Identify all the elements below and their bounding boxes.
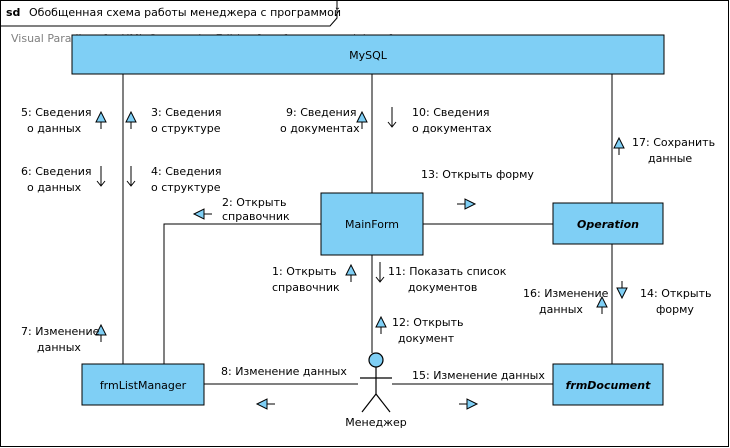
mysql-box[interactable]: MySQL: [71, 34, 665, 75]
arrow-msg-7: [95, 323, 107, 342]
arrow-msg-9: [356, 110, 368, 129]
frame-title-tab: [0, 0, 338, 27]
arrow-msg-5: [95, 110, 107, 129]
arrow-msg-8: [255, 398, 275, 410]
message-arrows: [95, 107, 628, 410]
arrow-msg-3: [125, 110, 137, 129]
mainform-box[interactable]: MainForm: [320, 192, 424, 256]
document-box[interactable]: frmDocument: [552, 363, 664, 406]
arrow-msg-15: [459, 398, 479, 410]
arrow-msg-11: [375, 262, 385, 283]
arrow-msg-12: [375, 315, 387, 334]
listmanager-box[interactable]: frmListManager: [81, 363, 205, 406]
arrow-msg-2: [192, 208, 212, 220]
message-label-13: 13: Открыть форму: [421, 168, 534, 181]
arrow-msg-14: [616, 281, 628, 300]
actor-icon[interactable]: [360, 352, 392, 413]
operation-box[interactable]: Operation: [552, 202, 664, 245]
link-mainform-listmanager: [163, 223, 321, 364]
arrow-msg-10: [387, 107, 397, 128]
arrow-msg-17: [613, 136, 625, 155]
message-label-8: 8: Изменение данных: [221, 365, 347, 378]
mainform-label: MainForm: [345, 218, 399, 231]
arrow-msg-1: [345, 263, 357, 282]
actor-label: Менеджер: [345, 416, 407, 429]
arrow-msg-4: [126, 166, 136, 187]
message-label-15: 15: Изменение данных: [412, 369, 545, 382]
frame-title: Обобщенная схема работы менеджера с прог…: [29, 6, 341, 19]
mysql-label: MySQL: [349, 49, 388, 62]
operation-label: Operation: [577, 218, 639, 231]
listmanager-label: frmListManager: [100, 379, 187, 392]
links: [122, 74, 613, 385]
arrow-msg-6: [96, 166, 106, 187]
document-label: frmDocument: [566, 379, 651, 392]
arrow-msg-13: [457, 198, 477, 210]
arrow-msg-16: [596, 295, 608, 314]
frame-kind-label: sd: [6, 6, 20, 19]
